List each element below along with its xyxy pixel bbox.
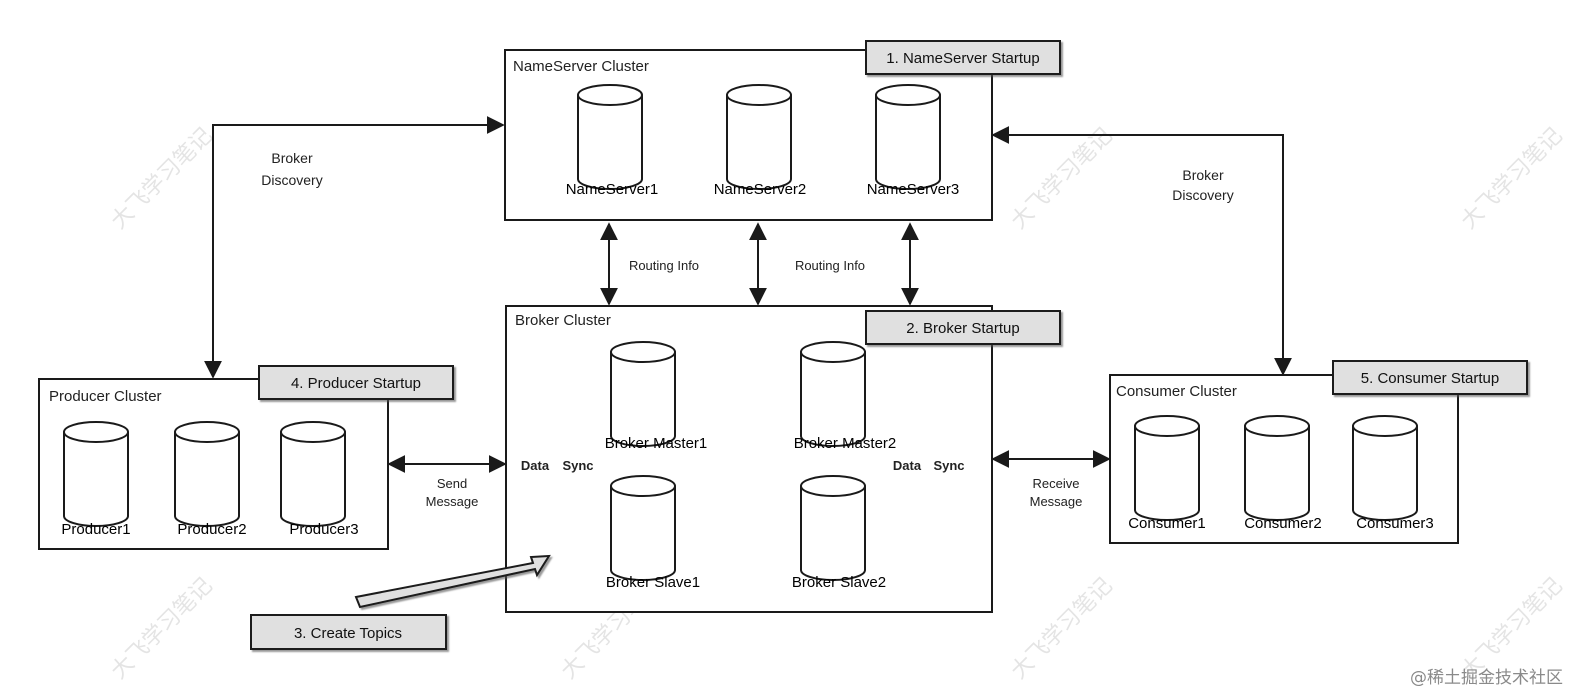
watermark: 大飞学习笔记 <box>1007 573 1118 684</box>
broker-slave-node <box>800 475 866 581</box>
database-cylinder-body <box>174 432 240 527</box>
broker-slave-node <box>610 475 676 581</box>
consumer-discovery-arrow <box>991 126 1292 376</box>
database-cylinder-body <box>63 432 129 527</box>
receive-message-label-line1: Receive <box>1033 476 1080 491</box>
nameserver-node-label: NameServer3 <box>867 181 960 198</box>
nameserver-node <box>577 84 643 190</box>
consumer-node-label: Consumer2 <box>1244 515 1322 532</box>
consumer-cluster-label: Consumer Cluster <box>1116 383 1237 400</box>
nameserver-step-label: 1. NameServer Startup <box>886 50 1039 67</box>
database-cylinder-body <box>1352 426 1418 521</box>
broker-node-label: Broker Slave1 <box>606 574 700 591</box>
data-sync-right-label-line2: Sync <box>933 458 964 473</box>
database-cylinder-top <box>1134 415 1200 437</box>
watermark: 大飞学习笔记 <box>1007 123 1118 234</box>
producer-cluster: Producer Cluster 4. Producer Startup Pro… <box>38 365 454 550</box>
footer-watermark: @稀土掘金技术社区 <box>1410 668 1563 688</box>
edge-labels: Broker Discovery Broker Discovery Routin… <box>261 150 1233 509</box>
database-cylinder-body <box>610 486 676 581</box>
consumer-step-box: 5. Consumer Startup <box>1332 360 1528 395</box>
database-cylinder-body <box>610 352 676 447</box>
broker-step-label: 2. Broker Startup <box>906 320 1019 337</box>
database-cylinder-body <box>800 486 866 581</box>
producer-node <box>63 421 129 527</box>
create-topics-box <box>250 614 447 650</box>
database-cylinder-top <box>800 341 866 363</box>
nameserver-node-label: NameServer1 <box>566 181 659 198</box>
database-cylinder-top <box>174 421 240 443</box>
producer-discovery-arrow <box>204 116 505 379</box>
data-sync-left-label-line2: Sync <box>562 458 593 473</box>
broker-cluster: Broker Cluster 2. Broker Startup Broker … <box>505 305 1061 613</box>
consumer-node-label: Consumer1 <box>1128 515 1206 532</box>
nameserver-node-label: NameServer2 <box>714 181 807 198</box>
producer-discovery-label-line2: Discovery <box>261 172 322 188</box>
database-cylinder-body <box>1244 426 1310 521</box>
producer-step-box: 4. Producer Startup <box>258 365 454 400</box>
consumer-step-label: 5. Consumer Startup <box>1361 370 1499 387</box>
broker-node-label: Broker Master1 <box>605 435 708 452</box>
consumer-discovery-label-line1: Broker <box>1182 167 1224 183</box>
producer-node-label: Producer3 <box>289 521 358 538</box>
routing-info-label: Routing Info <box>795 258 865 273</box>
producer-discovery-label-line1: Broker <box>271 150 313 166</box>
database-cylinder-top <box>610 475 676 497</box>
nameserver-cluster-label: NameServer Cluster <box>513 58 649 75</box>
producer-step-label: 4. Producer Startup <box>291 375 421 392</box>
database-cylinder-top <box>63 421 129 443</box>
data-sync-right-label-line1: Data <box>893 458 922 473</box>
broker-node-label: Broker Slave2 <box>792 574 886 591</box>
nameserver-node <box>726 84 792 190</box>
database-cylinder-top <box>280 421 346 443</box>
receive-message-label-line2: Message <box>1030 494 1083 509</box>
producer-node-label: Producer2 <box>177 521 246 538</box>
consumer-cluster: Consumer Cluster 5. Consumer Startup Con… <box>1109 360 1528 544</box>
watermark: 大飞学习笔记 <box>107 573 218 684</box>
send-message-label-line2: Message <box>426 494 479 509</box>
database-cylinder-top <box>577 84 643 106</box>
consumer-node <box>1244 415 1310 521</box>
nameserver-step-box: 1. NameServer Startup <box>865 40 1061 75</box>
producer-node <box>174 421 240 527</box>
send-message-label-line1: Send <box>437 476 467 491</box>
consumer-node <box>1134 415 1200 521</box>
database-cylinder-body <box>577 95 643 190</box>
database-cylinder-top <box>726 84 792 106</box>
broker-cluster-label: Broker Cluster <box>515 312 611 329</box>
broker-node-label: Broker Master2 <box>794 435 897 452</box>
broker-master-node <box>610 341 676 447</box>
database-cylinder-top <box>800 475 866 497</box>
create-topics-group: 3. Create Topics <box>250 554 551 650</box>
data-sync-left-label-line1: Data <box>521 458 550 473</box>
database-cylinder-body <box>726 95 792 190</box>
watermark: 大飞学习笔记 <box>107 123 218 234</box>
broker-step-box: 2. Broker Startup <box>865 310 1061 345</box>
nameserver-node <box>875 84 941 190</box>
producer-cluster-label: Producer Cluster <box>49 388 162 405</box>
database-cylinder-top <box>610 341 676 363</box>
database-cylinder-top <box>1244 415 1310 437</box>
create-topics-label: 3. Create Topics <box>294 625 402 642</box>
database-cylinder-body <box>875 95 941 190</box>
database-cylinder-body <box>1134 426 1200 521</box>
producer-node-label: Producer1 <box>61 521 130 538</box>
database-cylinder-top <box>875 84 941 106</box>
consumer-node <box>1352 415 1418 521</box>
consumer-discovery-label-line2: Discovery <box>1172 187 1233 203</box>
nameserver-cluster: NameServer Cluster 1. NameServer Startup… <box>504 40 1061 221</box>
database-cylinder-top <box>1352 415 1418 437</box>
create-topics-arrow <box>354 554 551 609</box>
producer-node <box>280 421 346 527</box>
routing-info-label: Routing Info <box>629 258 699 273</box>
consumer-node-label: Consumer3 <box>1356 515 1434 532</box>
watermark: 大飞学习笔记 <box>1457 123 1568 234</box>
database-cylinder-body <box>280 432 346 527</box>
database-cylinder-body <box>800 352 866 447</box>
broker-master-node <box>800 341 866 447</box>
